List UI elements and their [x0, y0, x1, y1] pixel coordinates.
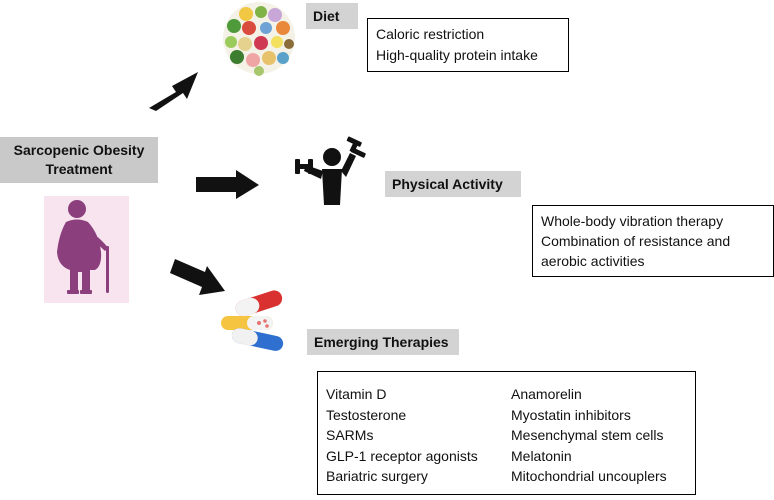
emerging-therapies-left-column: Vitamin D Testosterone SARMs GLP-1 recep… [326, 384, 478, 487]
emerging-therapies-right-column: Anamorelin Myostatin inhibitors Mesenchy… [511, 384, 667, 487]
therapy-item: Testosterone [326, 406, 407, 423]
diet-label-text: Diet [313, 8, 340, 24]
physical-activity-item: aerobic activities [541, 253, 645, 269]
weightlifter-icon [295, 136, 366, 205]
physical-activity-item: Whole-body vibration therapy [541, 213, 724, 229]
therapy-item: Melatonin [511, 447, 572, 464]
elderly-person-icon [57, 200, 109, 294]
diet-label: Diet [306, 3, 358, 29]
physical-activity-label: Physical Activity [385, 171, 521, 197]
main-topic-box: Sarcopenic Obesity Treatment [0, 137, 158, 183]
pills-icon [221, 290, 284, 351]
emerging-therapies-items-box: Vitamin D Testosterone SARMs GLP-1 recep… [317, 371, 696, 495]
therapy-item: Bariatric surgery [326, 468, 428, 484]
therapy-item: Vitamin D [326, 386, 387, 402]
emerging-therapies-label: Emerging Therapies [307, 329, 459, 355]
main-title-line1: Sarcopenic Obesity [13, 142, 145, 158]
person-panel [44, 196, 129, 303]
diet-item: High-quality protein intake [376, 47, 538, 63]
therapy-item: GLP-1 receptor agonists [326, 447, 478, 464]
therapy-item: Mesenchymal stem cells [511, 427, 664, 443]
therapy-item: Myostatin inhibitors [511, 406, 631, 423]
diet-items-box: Caloric restriction High-quality protein… [367, 18, 569, 72]
therapy-item: Anamorelin [511, 386, 582, 402]
therapy-item: SARMs [326, 427, 374, 443]
food-plate-icon [223, 2, 295, 76]
main-title-line2: Treatment [45, 161, 113, 177]
therapy-item: Mitochondrial uncouplers [511, 468, 667, 484]
physical-activity-label-text: Physical Activity [392, 176, 503, 192]
emerging-therapies-label-text: Emerging Therapies [314, 334, 449, 350]
physical-activity-items-box: Whole-body vibration therapy Combination… [532, 205, 774, 277]
physical-activity-item: Combination of resistance and [541, 233, 731, 249]
diet-item: Caloric restriction [376, 26, 485, 42]
